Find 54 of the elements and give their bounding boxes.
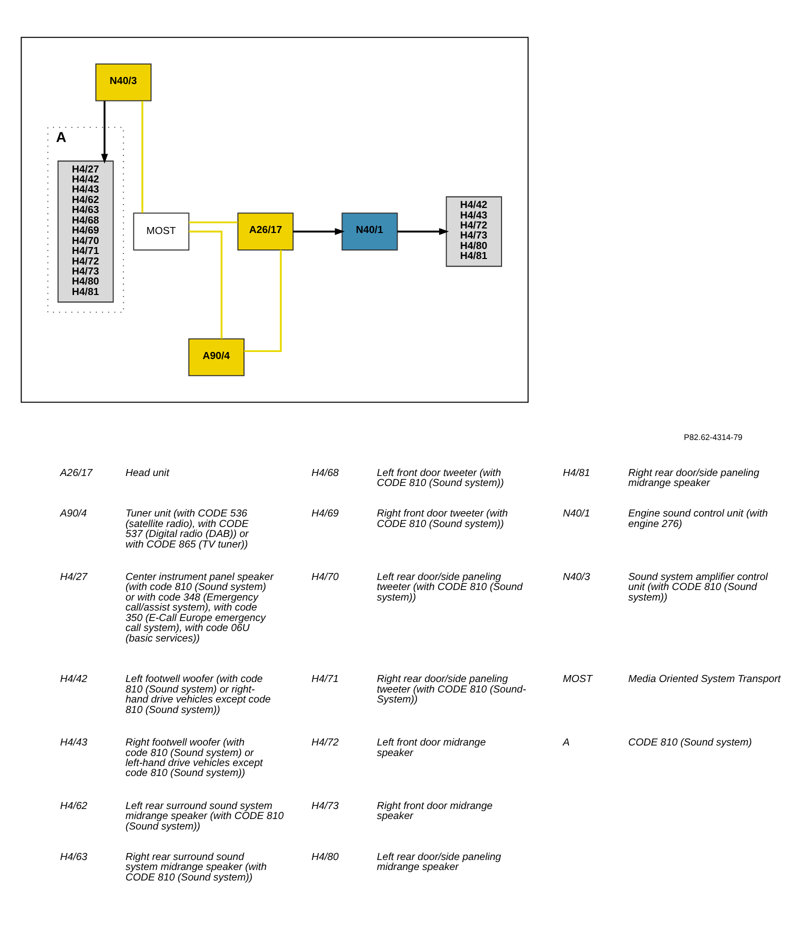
node-box: N40/3 [94,63,152,102]
connector [188,230,222,339]
label: N40/3 [562,572,590,584]
label: H4/63 [60,852,87,863]
label: H4/42 [60,674,87,686]
connector [244,250,282,352]
label: H4/73 [310,800,338,812]
label: H4/72 [310,738,338,749]
label: Right front door tweeter (with CODE 810 (Sound system)) [376,508,508,530]
node-box: N40/1 [341,212,398,250]
label: H4/43 [60,738,87,749]
connector [140,100,143,213]
label: Sound system amplifier control unit (with CODE 810 (Sound system)) [628,572,768,604]
label: Right front door midrange speaker [376,800,492,822]
label: Center instrument panel speaker (with code 810 (Sound system) or with code 348 (Emergency call/assist system), with code 350 (E-Call Europe emergency call system), with code 06U (basic services)) [124,572,274,644]
node-box: A90/4 [188,338,244,376]
label: H4/81 [562,468,590,479]
label: A90/4 [60,508,86,520]
connector [188,221,238,224]
label: CODE 810 (Sound system) [628,738,752,749]
arrow [396,228,448,235]
label: H4/70 [310,572,338,584]
label: Right rear door/side paneling midrange speaker [628,468,759,490]
label: A [562,738,570,749]
label: Left front door tweeter (with CODE 810 (Sound system)) [376,468,504,490]
label: H4/80 [310,852,338,863]
label: N40/1 [562,508,590,520]
label: Media Oriented System Transport [628,674,780,686]
label: H4/71 [310,674,338,686]
label: A26/17 [60,468,92,479]
label: MOST [562,674,592,686]
label: Tuner unit (with CODE 536 (satellite radio), with CODE 537 (Digital radio (DAB)) or with CODE 865 (TV tuner)) [124,508,248,550]
label: Right rear surround sound system midrange speaker (with CODE 810 (Sound system)) [124,852,266,884]
arrow [292,228,344,235]
label: Right footwell woofer (with code 810 (Sound system) or left-hand drive vehicles except code 810 (Sound system)) [124,738,262,780]
label: Left rear door/side paneling midrange speaker [376,852,501,874]
label: Left footwell woofer (with code 810 (Sound system) or right-hand drive vehicles except code 810 (Sound system)) [124,674,270,716]
label: Engine sound control unit (with engine 276) [628,508,768,530]
node-box: MOST [132,212,189,250]
node-box: A26/17 [236,212,294,250]
label: H4/68 [310,468,338,479]
label: Head unit [124,468,169,479]
arrow [100,100,108,164]
cluster [20,36,528,403]
label: Left rear door/side paneling tweeter (with CODE 810 (Sound system)) [376,572,522,604]
node-box: H4/27 H4/42 H4/43 H4/62 H4/63 H4/68 H4/69 H4/70 H4/71 H4/72 H4/73 H4/80 H4/81 [57,160,114,303]
label: H4/62 [60,800,87,812]
label: Left front door midrange speaker [376,738,486,759]
label: Left rear surround sound system midrange speaker (with CODE 810 (Sound system)) [124,800,284,832]
label: P82.62-4314-79 [683,432,742,442]
label: H4/69 [310,508,338,520]
node-box: H4/42 H4/43 H4/72 H4/73 H4/80 H4/81 [445,196,502,267]
label: H4/27 [60,572,87,584]
label: Right rear door/side paneling tweeter (with CODE 810 (Sound-System)) [376,674,526,706]
